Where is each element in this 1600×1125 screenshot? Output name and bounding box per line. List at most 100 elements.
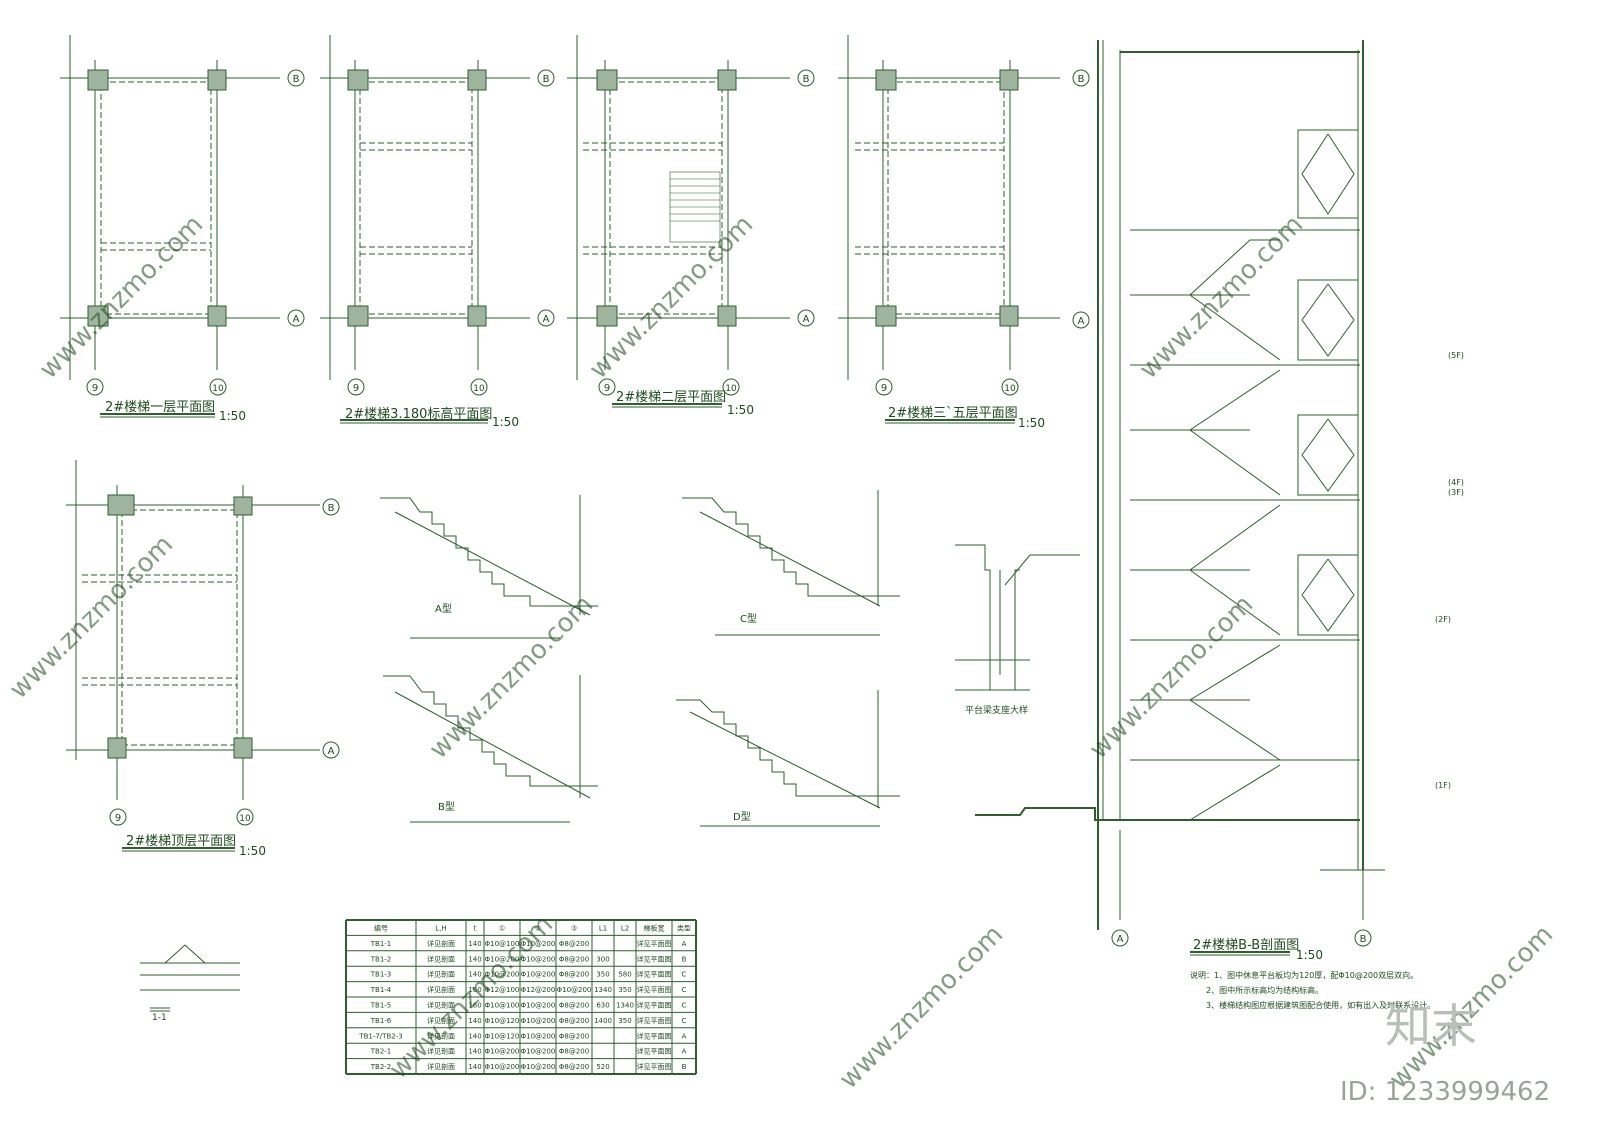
table-cell: 详见平面图	[637, 1062, 672, 1071]
axis-a-label: A	[328, 746, 335, 757]
table-cell: 140	[468, 1032, 481, 1040]
section-scale: 1:50	[1296, 948, 1323, 962]
axis-a-label: A	[1117, 934, 1124, 945]
table-cell: Φ8@200	[559, 1063, 589, 1071]
table-cell: TB1-4	[370, 986, 392, 994]
axis-10-label: 10	[239, 814, 251, 824]
table-cell: 详见剖面	[427, 970, 455, 979]
table-header: L,H	[435, 924, 446, 932]
table-cell: Φ10@100	[485, 1001, 520, 1009]
plan-title: 2#楼梯二层平面图	[616, 390, 726, 405]
plan-scale: 1:50	[239, 844, 266, 858]
table-cell: 580	[618, 971, 631, 979]
table-cell: TB1-6	[370, 1017, 392, 1025]
axis-9-label: 9	[115, 813, 121, 824]
axis-a-label: A	[543, 314, 550, 325]
table-cell: C	[682, 971, 687, 979]
table-cell: TB2-1	[370, 1048, 392, 1056]
table-cell: C	[682, 1001, 687, 1009]
table-cell: 详见平面图	[637, 1031, 672, 1040]
axis-9-label: 9	[92, 383, 98, 394]
floor-mark: (4F)	[1448, 478, 1464, 487]
plan-third-to-fifth-floor: 9 10 B A 2#楼梯三`五层平面图 1:50	[838, 35, 1090, 430]
table-cell: Φ10@200	[521, 1063, 556, 1071]
table-cell: 详见剖面	[427, 939, 455, 948]
table-header: ①	[499, 924, 505, 932]
stair-type-label: D型	[733, 810, 751, 823]
table-cell: 详见剖面	[427, 1000, 455, 1009]
table-cell: 140	[468, 1063, 481, 1071]
detail-title: 1-1	[152, 1013, 167, 1023]
table-header: ②	[535, 924, 541, 932]
table-cell: 350	[618, 1017, 631, 1025]
watermark-site: www.znzmo.com	[1084, 590, 1259, 765]
table-cell: Φ10@100	[485, 940, 520, 948]
axis-9-label: 9	[353, 383, 359, 394]
table-cell: 详见剖面	[427, 1031, 455, 1040]
detail-1-1: 1-1	[140, 944, 240, 1023]
table-cell: 140	[468, 1048, 481, 1056]
table-cell: TB1-3	[370, 971, 392, 979]
axis-a-label: A	[803, 314, 810, 325]
table-cell: Φ8@200	[559, 955, 589, 963]
axis-9-label: 9	[881, 383, 887, 394]
table-cell: 详见剖面	[427, 985, 455, 994]
table-cell: 300	[596, 955, 609, 963]
axis-9-label: 9	[604, 383, 610, 394]
table-cell: Φ10@200	[485, 971, 520, 979]
table-cell: 140	[468, 955, 481, 963]
watermark-site: www.znzmo.com	[1134, 210, 1309, 385]
axis-10-label: 10	[473, 384, 485, 394]
axis-b-label: B	[543, 74, 550, 85]
table-cell: 详见平面图	[637, 939, 672, 948]
table-cell: Φ10@200	[521, 1001, 556, 1009]
table-cell: 160	[468, 1001, 481, 1009]
table-cell: 140	[468, 940, 481, 948]
table-cell: Φ10@200	[557, 986, 592, 994]
table-cell: 1340	[616, 1001, 634, 1009]
plan-scale: 1:50	[492, 415, 519, 429]
axis-10-label: 10	[212, 384, 224, 394]
table-cell: Φ10@200	[521, 971, 556, 979]
plan-title: 2#楼梯一层平面图	[105, 400, 215, 415]
table-header: t	[474, 924, 477, 932]
table-cell: Φ12@100	[485, 986, 520, 994]
plan-top-floor: 9 10 B A 2#楼梯顶层平面图 1:50	[66, 460, 340, 858]
table-cell: 详见剖面	[427, 954, 455, 963]
table-cell: Φ8@200	[559, 971, 589, 979]
table-cell: 140	[468, 971, 481, 979]
table-cell: 140	[468, 1017, 481, 1025]
table-cell: 350	[596, 971, 609, 979]
plan-title: 2#楼梯顶层平面图	[126, 834, 236, 849]
table-cell: TB2-2	[370, 1063, 392, 1071]
stair-type-label: A型	[435, 602, 452, 615]
table-cell: 520	[596, 1063, 609, 1071]
plan-scale: 1:50	[219, 409, 246, 423]
plan-scale: 1:50	[727, 403, 754, 417]
table-cell: 630	[596, 1001, 609, 1009]
table-cell: Φ10@200	[521, 1017, 556, 1025]
table-cell: Φ10@200	[485, 1063, 520, 1071]
axis-b-label: B	[803, 74, 810, 85]
table-cell: Φ10@200	[521, 940, 556, 948]
table-cell: Φ8@200	[559, 1001, 589, 1009]
axis-b-label: B	[1360, 934, 1367, 945]
table-cell: Φ8@200	[559, 1017, 589, 1025]
plan-first-floor: 9 10 B A 2#楼梯一层平面图 1:50	[60, 35, 305, 423]
plan-second-floor: 9 10 B A 2#楼梯二层平面图 1:50	[567, 35, 815, 417]
table-cell: 1340	[594, 986, 612, 994]
table-cell: C	[682, 1017, 687, 1025]
section-title: 2#楼梯B-B剖面图	[1193, 938, 1299, 953]
axis-a-label: A	[1078, 316, 1085, 327]
table-header: L2	[621, 924, 629, 932]
table-cell: 详见平面图	[637, 970, 672, 979]
stair-type-a: A型	[380, 495, 598, 639]
axis-b-label: B	[293, 74, 300, 85]
platform-detail-title: 平台梁支座大样	[965, 704, 1028, 716]
floor-mark: (2F)	[1435, 615, 1451, 624]
table-cell: C	[682, 986, 687, 994]
table-header: 编号	[374, 923, 388, 932]
